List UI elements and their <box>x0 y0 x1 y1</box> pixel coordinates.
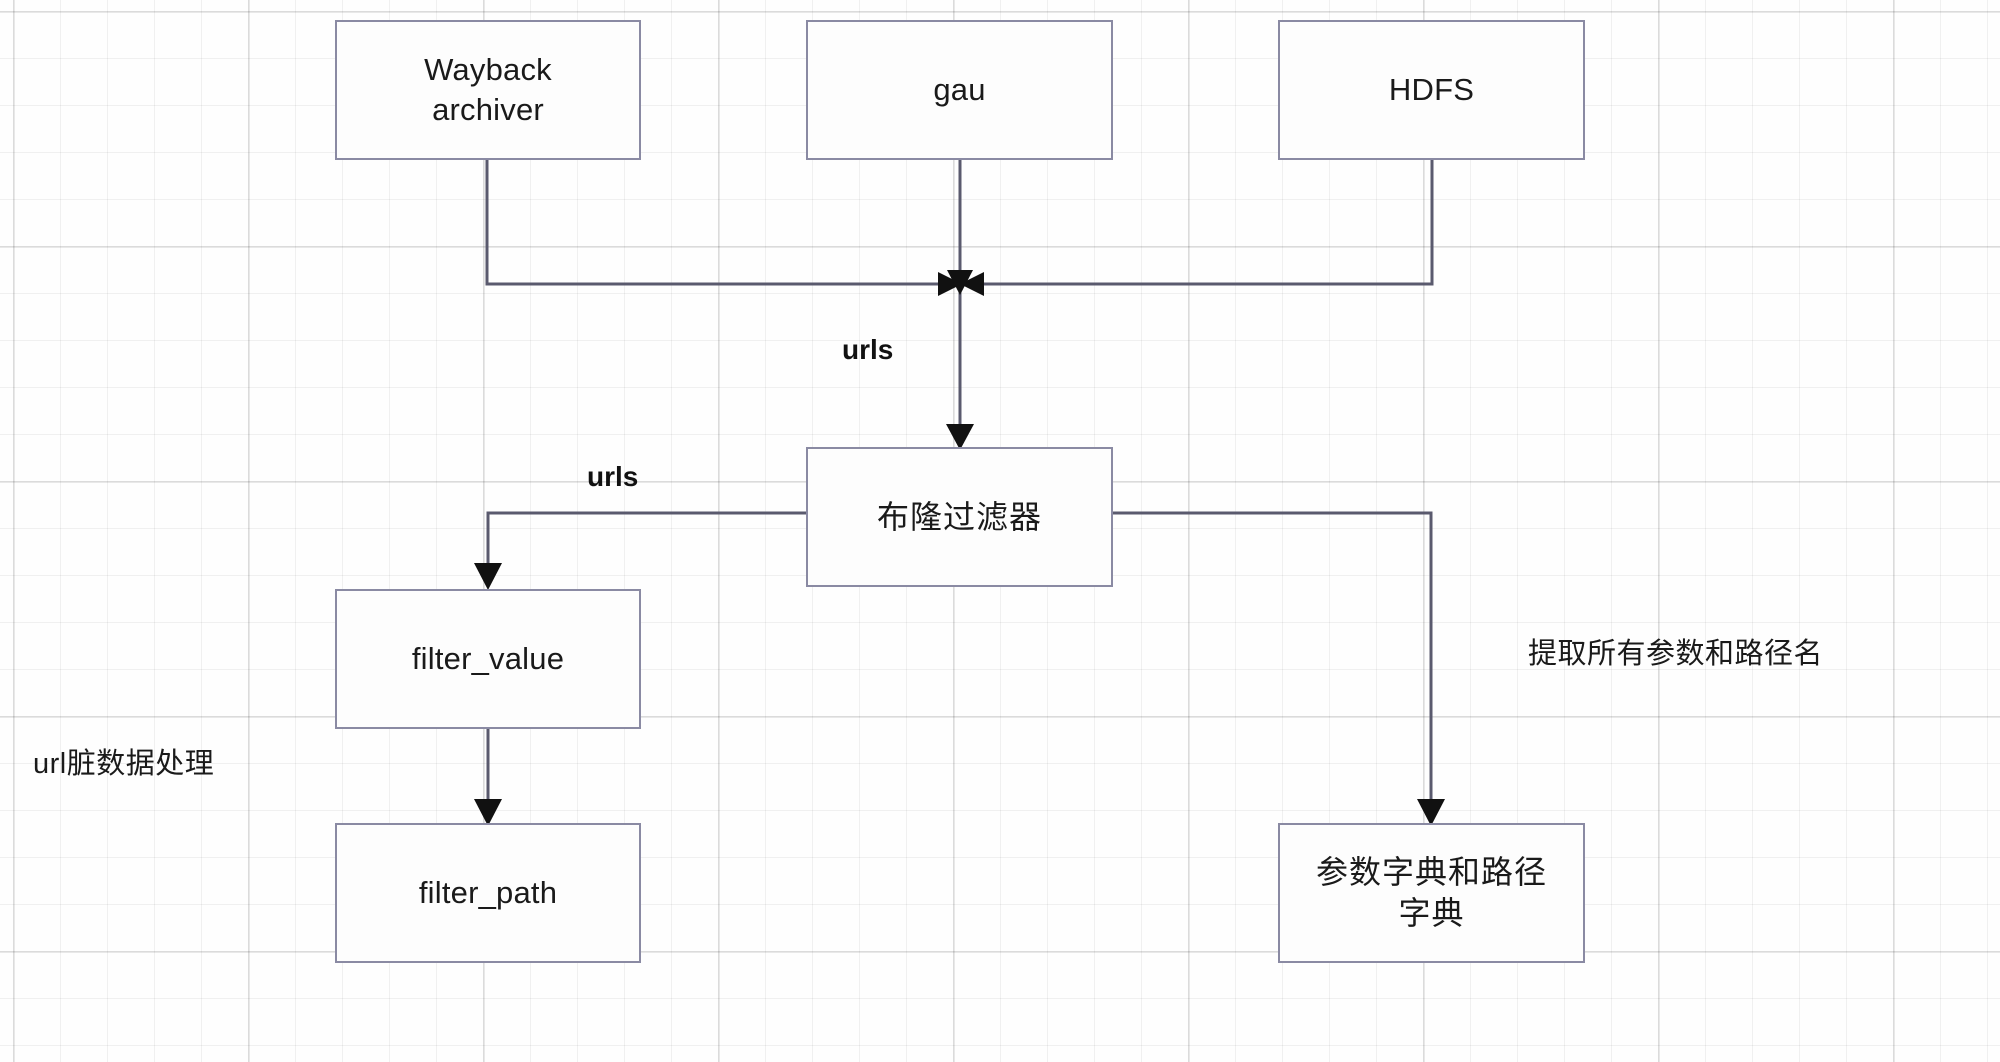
node-label: filter_path <box>418 875 558 911</box>
edge-bloom-to-filter-value <box>474 511 806 590</box>
edge-hdfs-to-junction <box>960 160 1434 296</box>
node-label: 布隆过滤器 <box>876 498 1042 535</box>
edge-label-urls-to-bloom: urls <box>842 334 894 365</box>
edge-gau-to-bloom <box>946 160 974 450</box>
node-label: filter_value <box>411 641 565 677</box>
edge-bloom-to-dicts <box>1113 511 1445 826</box>
note-extract-all-params-and-path-names: 提取所有参数和路径名 <box>1528 638 1824 670</box>
edge-wayback-to-junction <box>485 160 962 296</box>
node-filter-value[interactable]: filter_value <box>335 589 641 729</box>
node-hdfs[interactable]: HDFS <box>1278 20 1585 160</box>
node-bloom-filter[interactable]: 布隆过滤器 <box>806 447 1113 587</box>
edge-filter-value-to-filter-path <box>474 729 502 826</box>
node-label: HDFS <box>1388 72 1475 108</box>
node-wayback-archiver[interactable]: Wayback archiver <box>335 20 641 160</box>
note-url-dirty-data-processing: url脏数据处理 <box>33 748 215 780</box>
node-filter-path[interactable]: filter_path <box>335 823 641 963</box>
node-label: 参数字典和路径 字典 <box>1315 854 1547 931</box>
edge-label-urls-to-filter-value: urls <box>587 461 639 492</box>
node-label: gau <box>933 72 986 108</box>
node-param-and-path-dicts[interactable]: 参数字典和路径 字典 <box>1278 823 1585 963</box>
node-gau[interactable]: gau <box>806 20 1113 160</box>
node-label: Wayback archiver <box>424 52 552 127</box>
